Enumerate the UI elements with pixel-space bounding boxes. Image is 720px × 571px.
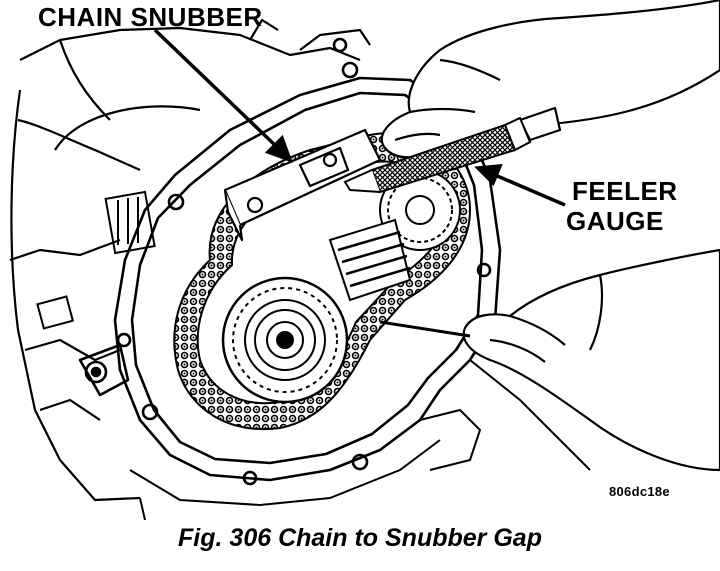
gauge-label: GAUGE xyxy=(566,206,664,236)
snubber-arrowhead xyxy=(264,134,293,163)
engine-block xyxy=(9,18,371,502)
feeler-label: FEELER xyxy=(572,176,678,206)
timing-cover-flange xyxy=(78,37,502,486)
cam-sprocket xyxy=(328,169,461,302)
upper-hand xyxy=(380,0,720,159)
snubber-leader-line xyxy=(153,28,280,150)
figure-caption: Fig. 306 Chain to Snubber Gap xyxy=(178,524,542,552)
feeler-leader-line xyxy=(494,173,566,207)
chain-snubber-label: CHAIN SNUBBER xyxy=(38,2,263,32)
feeler-arrowhead xyxy=(474,163,503,187)
feeler-gauge-tool xyxy=(343,116,532,194)
sensor-bracket xyxy=(36,190,156,330)
crank-sprocket xyxy=(221,276,349,404)
lower-hand xyxy=(379,248,720,472)
figure-id: 806dc18e xyxy=(609,484,670,499)
lower-casting xyxy=(129,359,591,521)
leader-arrows xyxy=(153,28,566,207)
chain-snubber-part xyxy=(223,128,382,242)
